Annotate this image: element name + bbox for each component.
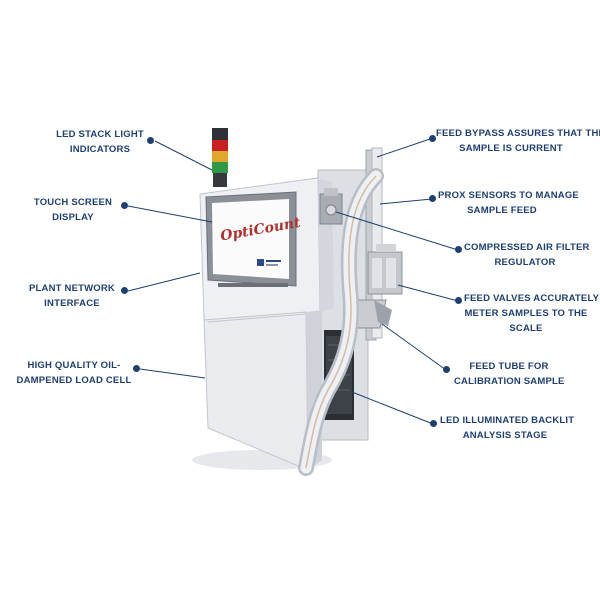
callout-line: HIGH QUALITY OIL- (27, 360, 121, 371)
callout-line: REGULATOR (494, 257, 556, 268)
callout-line: COMPRESSED AIR FILTER (464, 242, 590, 253)
callout-line: INDICATORS (69, 144, 131, 155)
dot-prox-sensors (429, 195, 436, 202)
callout-line: CALIBRATION SAMPLE (454, 376, 565, 387)
callout-line: DISPLAY (52, 212, 94, 223)
dot-touch-screen (121, 202, 128, 209)
callout-prox-sensors: PROX SENSORS TO MANAGE SAMPLE FEED (438, 188, 579, 218)
feed-valves (367, 244, 403, 295)
callout-feed-valves: FEED VALVES ACCURATELY METER SAMPLES TO … (464, 291, 600, 336)
callout-line: PLANT NETWORK (29, 283, 115, 294)
callout-line: DAMPENED LOAD CELL (16, 375, 132, 386)
leader-air-filter (335, 211, 459, 251)
callout-line: SCALE (509, 323, 543, 334)
leader-prox-sensors (379, 198, 433, 205)
dot-feed-valves (455, 297, 462, 304)
callout-line: LED STACK LIGHT (56, 129, 144, 140)
leader-led-stack (154, 140, 213, 171)
feed-tube (351, 299, 392, 329)
callout-line: FEED BYPASS ASSURES THAT THE (436, 128, 600, 139)
air-filter-regulator (319, 188, 343, 225)
leader-lines (127, 138, 459, 425)
leader-touch-screen (127, 205, 213, 223)
dot-feed-bypass (429, 135, 436, 142)
callout-line: SAMPLE IS CURRENT (459, 143, 563, 154)
dot-backlit-stage (430, 420, 437, 427)
callout-line: FEED TUBE FOR (469, 361, 549, 372)
callout-line: LED ILLUMINATED BACKLIT (440, 415, 575, 426)
callout-line: TOUCH SCREEN (33, 197, 113, 208)
callout-touch-screen: TOUCH SCREEN DISPLAY (28, 195, 118, 225)
leader-feed-valves (397, 284, 459, 302)
touch-screen (205, 191, 297, 287)
leader-backlit-stage (351, 391, 434, 425)
callout-line: INTERFACE (44, 298, 100, 309)
leader-load-cell (139, 368, 206, 379)
dot-load-cell (133, 365, 140, 372)
leader-feed-bypass (376, 138, 431, 158)
callout-plant-network: PLANT NETWORK INTERFACE (24, 281, 120, 311)
dot-feed-tube (443, 366, 450, 373)
led-stack-light (212, 128, 228, 187)
callout-air-filter: COMPRESSED AIR FILTER REGULATOR (464, 240, 590, 270)
dot-led-stack (147, 137, 154, 144)
callout-line: METER SAMPLES TO THE (464, 308, 588, 319)
callout-line: ANALYSIS STAGE (462, 430, 548, 441)
leader-feed-tube (381, 323, 447, 371)
callout-line: PROX SENSORS TO MANAGE (438, 190, 579, 201)
callout-backlit-stage: LED ILLUMINATED BACKLIT ANALYSIS STAGE (440, 413, 575, 443)
callout-line: FEED VALVES ACCURATELY (464, 293, 600, 304)
callout-led-stack: LED STACK LIGHT INDICATORS (50, 127, 150, 157)
callout-load-cell: HIGH QUALITY OIL- DAMPENED LOAD CELL (16, 358, 132, 388)
feed-hose (298, 168, 384, 476)
dot-air-filter (455, 246, 462, 253)
leader-plant-network (127, 272, 201, 292)
callout-line: SAMPLE FEED (467, 205, 537, 216)
callout-feed-tube: FEED TUBE FOR CALIBRATION SAMPLE (454, 359, 564, 389)
callout-feed-bypass: FEED BYPASS ASSURES THAT THE SAMPLE IS C… (436, 126, 600, 156)
dot-plant-network (121, 287, 128, 294)
